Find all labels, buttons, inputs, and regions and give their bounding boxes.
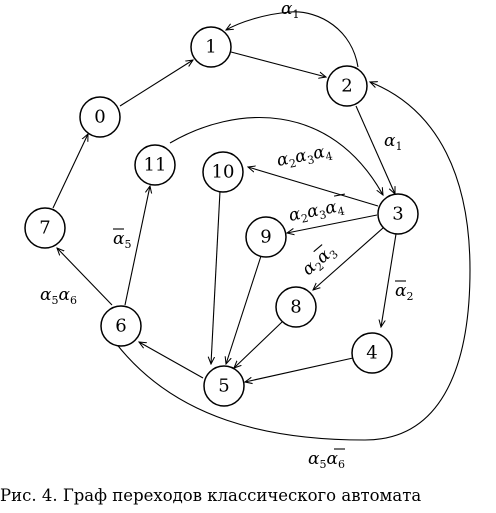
edge-6-2 — [114, 82, 471, 441]
edge-6-11 — [124, 186, 150, 306]
node-10: 10 — [202, 151, 244, 193]
edge-10-5 — [211, 190, 221, 364]
node-5: 5 — [203, 365, 245, 407]
edge-9-5 — [226, 255, 262, 364]
node-0: 0 — [79, 96, 121, 138]
edge-4-5 — [245, 357, 354, 382]
node-11: 11 — [134, 144, 176, 186]
edge-5-6 — [139, 342, 204, 379]
node-3-label: 3 — [392, 204, 403, 225]
transition-graph: 0 1 2 3 4 5 6 7 8 9 10 11 α1 α1 α2α3α4 α… — [24, 0, 471, 471]
node-2-label: 2 — [341, 76, 352, 97]
nodes: 0 1 2 3 4 5 6 7 8 9 10 11 — [24, 26, 419, 407]
label-3-10: α2α3α4 — [275, 141, 334, 173]
node-4: 4 — [351, 332, 393, 374]
label-6-7: α5α6 — [40, 285, 77, 307]
label-6-2: α5α6 — [308, 448, 345, 471]
edges — [52, 11, 471, 441]
overline-alpha4 — [333, 193, 345, 197]
overline-alpha3 — [313, 244, 323, 253]
label-3-4: α2 — [395, 280, 413, 303]
node-9-label: 9 — [260, 227, 271, 248]
edge-1-2 — [230, 51, 326, 77]
node-11-label: 11 — [144, 155, 167, 176]
node-8: 8 — [275, 286, 317, 328]
node-7-label: 7 — [39, 218, 50, 239]
edge-0-1 — [119, 60, 193, 107]
svg-text:α2α3α4: α2α3α4 — [287, 196, 346, 228]
node-9: 9 — [245, 216, 287, 258]
edge-3-9 — [287, 214, 378, 233]
edge-6-7 — [57, 248, 113, 306]
edge-2-3 — [355, 105, 395, 194]
node-5-label: 5 — [218, 376, 229, 397]
node-2: 2 — [326, 65, 368, 107]
svg-text:α5α6: α5α6 — [308, 449, 345, 471]
node-7: 7 — [24, 207, 66, 249]
figure-caption: Рис. 4. Граф переходов классического авт… — [0, 486, 422, 505]
node-3: 3 — [377, 193, 419, 235]
node-8-label: 8 — [290, 297, 301, 318]
edge-3-4 — [381, 233, 397, 327]
node-0-label: 0 — [94, 107, 105, 128]
edge-7-0 — [52, 134, 88, 209]
label-2-3: α1 — [384, 131, 402, 153]
node-10-label: 10 — [212, 162, 235, 183]
node-6: 6 — [100, 305, 142, 347]
label-6-11: α5 — [113, 228, 131, 251]
label-2-1: α1 — [281, 0, 299, 21]
node-6-label: 6 — [115, 316, 126, 337]
edge-11-3 — [169, 116, 383, 195]
edge-3-10 — [248, 167, 379, 207]
edge-3-8 — [313, 227, 384, 290]
edge-8-5 — [234, 321, 283, 368]
svg-text:α5: α5 — [113, 229, 131, 251]
edge-2-1 — [226, 11, 359, 68]
node-1: 1 — [190, 26, 232, 68]
label-3-9: α2α3α4 — [287, 193, 346, 228]
node-4-label: 4 — [366, 343, 377, 364]
node-1-label: 1 — [205, 37, 216, 58]
svg-text:α2: α2 — [395, 281, 413, 303]
label-3-8: α2α3 — [298, 244, 341, 280]
